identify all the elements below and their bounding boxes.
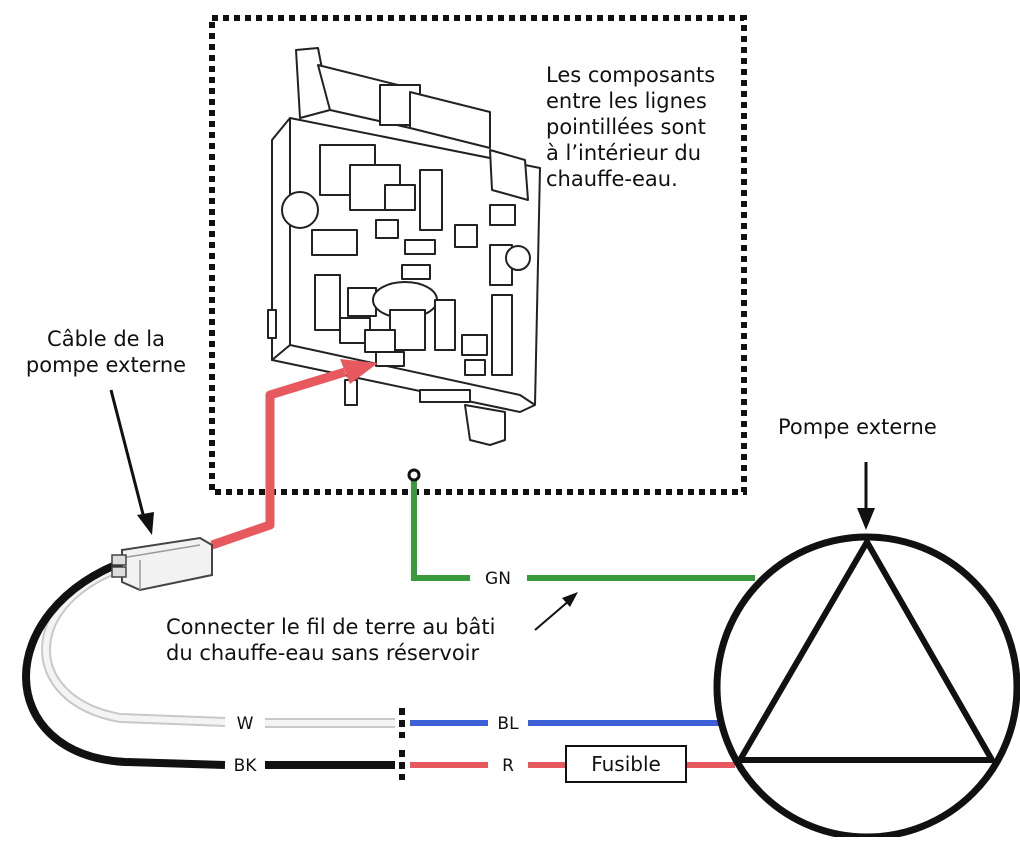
boundary-note: Les composants entre les lignes pointill… xyxy=(546,63,716,191)
cable-arrowhead xyxy=(137,512,154,535)
ground-terminal xyxy=(407,468,421,482)
cable-label: Câble de la pompe externe xyxy=(25,327,187,377)
black-wire xyxy=(22,556,226,769)
pump-label: Pompe externe xyxy=(778,415,937,439)
water-heater-boundary xyxy=(209,15,747,495)
fuse-box xyxy=(565,745,687,783)
pump-arrowhead xyxy=(857,508,875,530)
wire-label-w: W xyxy=(237,714,254,734)
control-board-illustration xyxy=(267,47,541,446)
wire-label-bl: BL xyxy=(497,714,519,734)
pump-symbol-circle xyxy=(713,533,1020,841)
ground-arrowhead xyxy=(562,592,578,607)
wire-label-gn: GN xyxy=(485,569,511,589)
pump-cable-plug xyxy=(111,536,213,592)
wire-label-r: R xyxy=(502,756,514,776)
cable-arrow xyxy=(109,389,147,523)
red-arrowhead xyxy=(340,359,378,384)
ground-arrow xyxy=(534,599,571,631)
pump-symbol-triangle xyxy=(737,539,995,763)
ground-note: Connecter le fil de terre au bâti du cha… xyxy=(166,615,496,665)
wire-label-bk: BK xyxy=(234,756,258,776)
fuse-label: Fusible xyxy=(591,752,661,776)
red-cable-wire xyxy=(210,367,347,550)
green-wire-a xyxy=(411,478,470,581)
